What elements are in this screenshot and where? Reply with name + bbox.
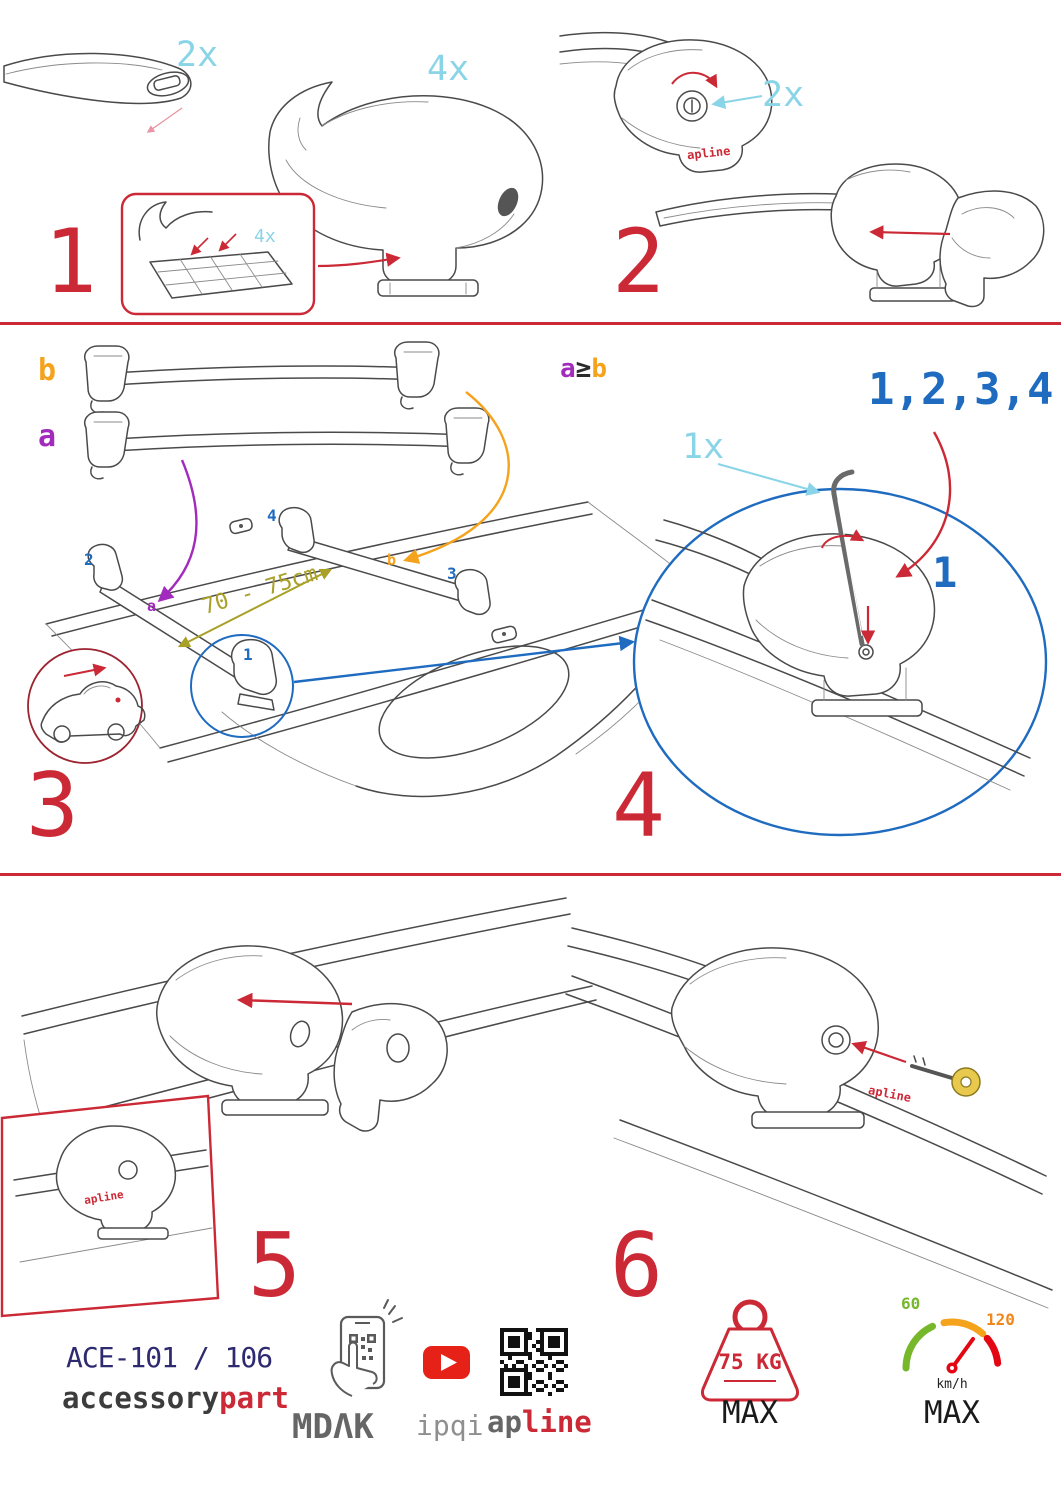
step4-tool-qty-label: 1x [682,427,725,467]
step1-foot-drawing [268,81,544,297]
step5-inset-drawing [0,1094,220,1318]
step5-drawing [21,897,597,1301]
apline-logo-right: line [521,1405,592,1439]
apline-logo: apline [487,1408,592,1437]
rule-a-gte-b: a≥b [560,356,607,382]
section-divider-1 [0,322,1061,325]
accessorypart-logo-left: accessory [62,1381,220,1415]
step1-pad-inset [120,192,316,316]
step-2-number: 2 [612,210,665,313]
step2-lock-qty-label: 2x [762,75,805,115]
bar-b-label: b [38,353,57,388]
speed-high-label: 120 [986,1310,1015,1329]
step-3-number: 3 [26,754,79,857]
section-divider-2 [0,873,1061,876]
step1-insert-arrow [317,252,401,268]
youtube-icon [423,1346,470,1379]
apline-logo-left: ap [487,1405,522,1439]
speed-unit-label: km/h [936,1377,968,1392]
foot-position-1: 1 [243,645,253,664]
ipqi-logo: ipqi [416,1409,484,1442]
tighten-order-label: 1,2,3,4 [868,364,1054,415]
step2-foot-lock-drawing [559,31,773,173]
bar-a-label: a [38,419,57,454]
speed-low-label: 60 [901,1294,921,1313]
step3-car-inset-drawing [27,648,146,764]
speed-max-label: MAX [924,1395,980,1431]
max-weight-icon [701,1299,799,1402]
step4-zoom-drawing [632,431,1048,837]
phone-scan-icon [330,1299,403,1397]
rule-a: a [560,354,576,384]
step-4-number: 4 [612,754,665,857]
bar-a-tag: a [147,597,157,615]
step6-drawing [565,927,1053,1309]
step2-bar-cover-drawing [655,163,1045,308]
step3-roof-scene-drawing [45,391,711,798]
max-load-value: 75 KG [718,1350,782,1374]
max-load-label: MAX [722,1395,778,1431]
bar-b-tag: b [387,551,397,569]
rule-b: b [591,354,607,384]
rule-operator: ≥ [575,354,592,384]
step1-pad-qty-label: 4x [254,226,276,247]
foot-position-2: 2 [84,550,94,569]
step1-foot-qty-label: 4x [427,49,470,89]
step-1-number: 1 [44,210,97,313]
step-5-number: 5 [248,1214,301,1317]
speedometer-icon [902,1318,1002,1374]
tighten-first-label: 1 [932,548,958,597]
foot-position-4: 4 [267,506,277,525]
product-model: ACE-101 / 106 [66,1341,273,1374]
foot-position-3: 3 [447,564,457,583]
accessorypart-logo-right: part [219,1381,289,1415]
mdak-logo: MDΛK [292,1407,374,1447]
step3-bar-b-front-drawing [83,341,440,414]
qr-code-icon [500,1328,568,1396]
accessorypart-logo: accessorypart [62,1384,289,1413]
step3-bar-a-front-drawing [83,407,490,480]
step1-crossbar-drawing [3,52,192,133]
step1-bar-qty-label: 2x [176,35,219,75]
step-6-number: 6 [610,1214,663,1317]
